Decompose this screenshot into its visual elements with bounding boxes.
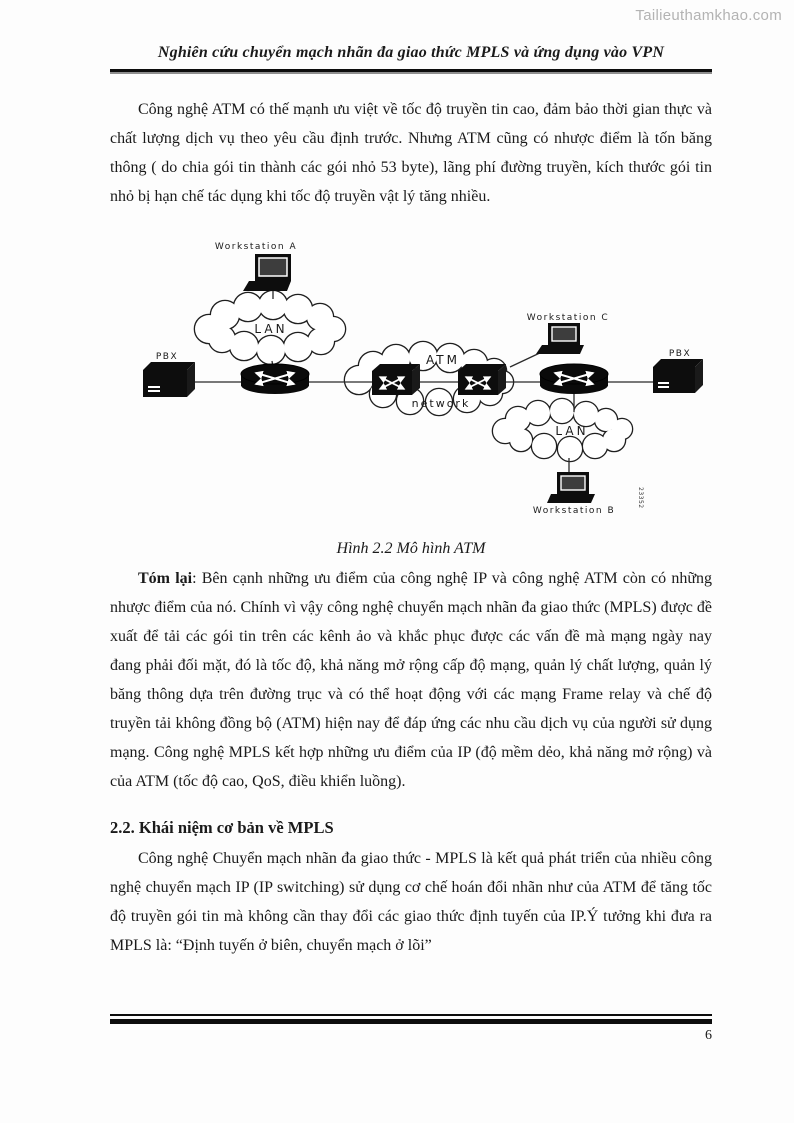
footer-rule-thin	[110, 1014, 712, 1016]
atm-switch-1-icon	[372, 364, 420, 395]
footer-rule-thick	[110, 1019, 712, 1024]
pbx-right-label: PBX	[669, 349, 691, 359]
section-heading-2-2: 2.2. Khái niệm cơ bản về MPLS	[110, 818, 334, 837]
watermark: Tailieuthamkhao.com	[635, 7, 782, 24]
workstation-c-icon	[536, 323, 584, 354]
network-label: network	[412, 397, 471, 410]
workstation-c-label: Workstation C	[527, 313, 609, 323]
page-footer: 6	[110, 1014, 712, 1044]
atm-switch-2-icon	[458, 364, 506, 395]
paragraph-summary-rest: : Bên cạnh những ưu điểm của công nghệ I…	[110, 570, 713, 790]
lan-right-label: LAN	[555, 424, 588, 438]
page-number: 6	[705, 1028, 712, 1043]
workstation-b-label: Workstation B	[533, 506, 615, 516]
lan-left-label: LAN	[254, 322, 287, 336]
pbx-left-label: PBX	[156, 352, 178, 362]
paragraph-mpls-concept: Công nghệ Chuyển mạch nhãn đa giao thức …	[110, 850, 712, 954]
paragraph-summary-lead: Tóm lại	[138, 570, 193, 587]
pbx-right-icon	[653, 359, 703, 393]
figure-caption: Hình 2.2 Mô hình ATM	[336, 540, 486, 557]
paragraph-summary: Tóm lại: Bên cạnh những ưu điểm của công…	[110, 564, 712, 796]
router-right-icon	[539, 363, 609, 394]
paragraph-atm-intro: Công nghệ ATM có thế mạnh ưu việt về tốc…	[110, 101, 712, 205]
figure-id-label: 23352	[637, 487, 644, 509]
document-title: Nghiên cứu chuyển mạch nhãn đa giao thức…	[157, 44, 665, 61]
page-content: Nghiên cứu chuyển mạch nhãn đa giao thức…	[110, 44, 712, 954]
header-rule	[110, 69, 712, 74]
pbx-left-icon	[143, 362, 195, 397]
workstation-a-label: Workstation A	[215, 242, 297, 252]
workstation-b-icon	[547, 472, 595, 503]
atm-label: ATM	[426, 353, 460, 367]
workstation-a-icon	[243, 254, 291, 291]
router-left-icon	[240, 363, 310, 394]
atm-network-diagram: PBX PBX	[143, 242, 703, 516]
figure-atm-model: PBX PBX	[110, 233, 712, 518]
